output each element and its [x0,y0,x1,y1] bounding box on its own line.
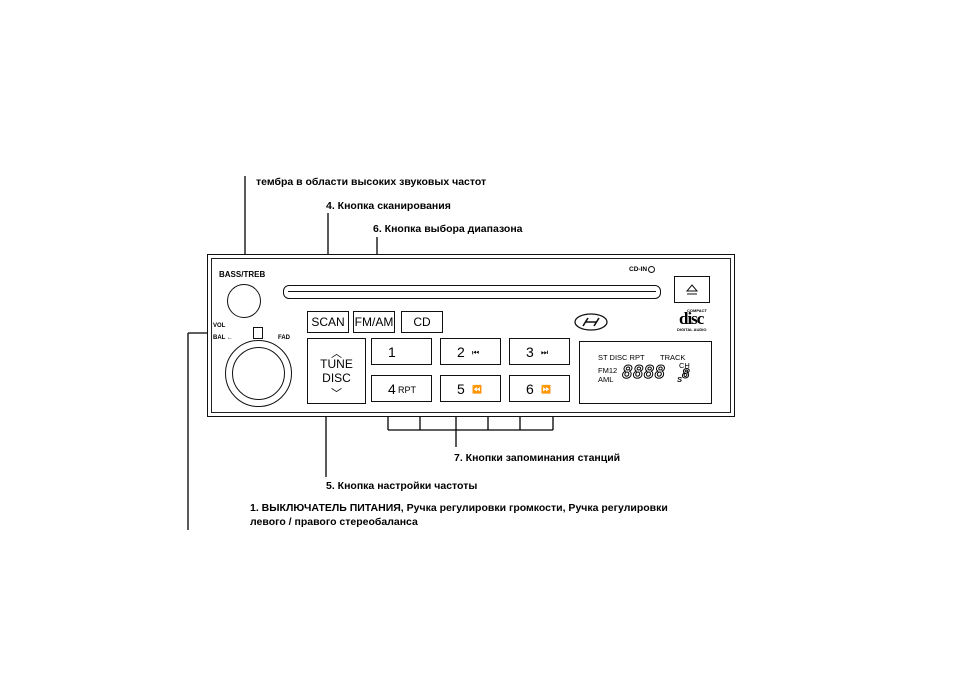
preset-button-3[interactable]: 3 ⏭ [509,338,570,365]
preset-num: 5 [457,381,465,397]
disc-label: DISC [322,371,351,385]
volume-knob[interactable] [225,340,292,407]
scan-button-label: SCAN [311,315,345,329]
caption-power-line1: 1. ВЫКЛЮЧАТЕЛЬ ПИТАНИЯ, Ручка регулировк… [250,502,668,514]
fm-am-button[interactable]: FM/AM [353,311,395,333]
preset-num: 6 [526,381,534,397]
vol-label: VOL [213,323,226,329]
display-top-labels: ST DISC RPT [598,353,645,362]
caption-scan: 4. Кнопка сканирования [326,200,451,212]
chevron-up-icon: ︿ [331,348,342,360]
bass-treb-label: BASS/TREB [219,270,266,279]
fm-am-button-label: FM/AM [354,315,394,329]
bass-treb-knob[interactable] [227,284,261,318]
caption-power-line2: левого / правого стереобаланса [250,516,418,528]
brand-logo [574,313,608,331]
display-aml-label: AML [598,375,614,384]
bal-label: BAL ← [213,335,233,341]
tune-disc-button[interactable]: ︿ TUNE DISC ﹀ [307,338,366,404]
cd-in-label: CD-IN [629,266,648,273]
preset-num: 2 [457,344,465,360]
fast-forward-icon: ⏩ [541,385,551,394]
preset-num: 3 [526,344,534,360]
caption-tune: 5. Кнопка настройки частоты [326,480,478,492]
radio-panel-inner [211,258,731,413]
display-small-digit: 8 [682,367,691,383]
compact-disc-logo: COMPACT disc DIGITAL AUDIO [677,308,707,332]
preset-button-2[interactable]: 2 ⏮ [440,338,501,365]
preset-num: 4 [388,381,396,397]
caption-treble: тембра в области высоких звуковых частот [256,176,487,188]
bal-fad-indicator[interactable] [253,327,263,339]
display-ch-label: CH [679,361,690,370]
display-digits: 8888 [621,362,666,384]
eject-icon [686,283,698,294]
skip-back-icon: ⏮ [472,348,480,357]
display-fm12-label: FM12 [598,366,618,375]
preset-button-1[interactable]: 1 [371,338,432,365]
caption-band: 6. Кнопка выбора диапазона [373,223,523,235]
display-s-label: S [677,375,683,384]
rewind-icon: ⏪ [472,385,482,394]
tune-label: TUNE [320,357,353,371]
rpt-label: RPT [398,385,416,395]
caption-presets: 7. Кнопки запоминания станций [454,452,621,464]
cd-button-label: CD [413,315,431,329]
preset-button-4[interactable]: 4 RPT [371,375,432,402]
preset-num: 1 [388,344,396,360]
eject-button[interactable] [674,276,710,303]
cd-slot [283,285,661,299]
display-track-label: TRACK [660,353,686,362]
cd-button[interactable]: CD [401,311,443,333]
cd-in-indicator [648,266,655,273]
lcd-display: ST DISC RPT TRACK FM12 AML 8888 CH S 8 [579,341,712,404]
fad-label: FAD [278,335,290,341]
preset-button-6[interactable]: 6 ⏩ [509,375,570,402]
scan-button[interactable]: SCAN [307,311,349,333]
skip-forward-icon: ⏭ [541,348,549,357]
chevron-down-icon: ﹀ [331,388,342,400]
preset-button-5[interactable]: 5 ⏪ [440,375,501,402]
